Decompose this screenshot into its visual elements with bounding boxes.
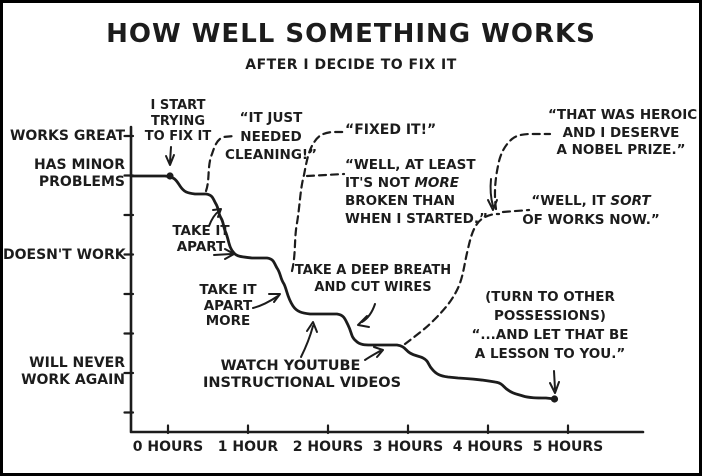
dashed-stub-sort-of-works (501, 208, 531, 214)
x-label-3-hours: 3 HOURS (372, 439, 444, 455)
x-label-5-hours: 5 HOURS (532, 439, 604, 455)
start-point-dot (166, 172, 174, 180)
dashed-hope-heroic (493, 132, 552, 211)
page-subtitle: AFTER I DECIDE TO FIX IT (245, 57, 457, 73)
chart-canvas (123, 125, 645, 435)
annotation-needed-cleaning: “IT JUST NEEDED CLEANING!” (225, 110, 317, 163)
x-label-0-hours: 0 HOURS (132, 439, 204, 455)
annotation-deep-breath-cut-wires: TAKE A DEEP BREATH AND CUT WIRES (294, 263, 452, 295)
x-label-2-hours: 2 HOURS (292, 439, 364, 455)
annotation-start-fixing: I START TRYING TO FIX IT (144, 98, 212, 144)
arrow-lesson (549, 370, 560, 394)
x-label-4-hours: 4 HOURS (452, 439, 524, 455)
axis-lines (129, 125, 645, 434)
arrow-take-apart-lower (213, 248, 235, 260)
annotation-not-more-broken: “WELL, AT LEAST IT'S NOT MORE BROKEN THA… (345, 157, 488, 227)
annotation-sort-of-works: “WELL, IT SORT OF WORKS NOW.” (522, 193, 660, 228)
dashed-hope-sort-of-works (403, 212, 501, 346)
arrow-take-apart-upper (208, 208, 222, 227)
annotation-watch-youtube: WATCH YOUTUBE INSTRUCTIONAL VIDEOS (203, 358, 402, 391)
annotation-heroic-nobel: “THAT WAS HEROIC AND I DESERVE A NOBEL P… (548, 107, 698, 158)
arrow-watch-youtube (300, 321, 318, 358)
annotation-take-it-apart: TAKE IT APART (172, 223, 230, 255)
y-axis-ticks (123, 134, 135, 414)
end-point-dot (550, 395, 559, 403)
arrow-heroic-back-down (487, 178, 498, 211)
dashed-stub-not-more-broken (305, 172, 346, 178)
page-title: HOW WELL SOMETHING WORKS (106, 19, 596, 49)
y-label-works-great: WORKS GREAT (9, 128, 125, 144)
annotation-take-it-apart-more: TAKE IT APART MORE (199, 282, 257, 329)
arrow-cut-wires (357, 303, 376, 328)
annotation-lesson: (TURN TO OTHER POSSESSIONS) “...AND LET … (471, 289, 629, 362)
y-label-has-minor-problems: HAS MINOR PROBLEMS (33, 157, 125, 190)
annotation-fixed-it: “FIXED IT!” (345, 122, 437, 138)
x-label-1-hour: 1 HOUR (217, 439, 279, 455)
y-label-will-never-work-again: WILL NEVER WORK AGAIN (21, 355, 125, 388)
x-axis-ticks (166, 424, 570, 435)
y-label-doesnt-work: DOESN'T WORK (3, 247, 126, 263)
dashed-hope-cleaning (204, 134, 236, 193)
arrow-start-fixing (165, 146, 175, 166)
arrow-take-apart-more (252, 293, 281, 309)
arrow-instructional-videos (364, 346, 384, 361)
dashed-hope-fixed-it (290, 130, 346, 273)
